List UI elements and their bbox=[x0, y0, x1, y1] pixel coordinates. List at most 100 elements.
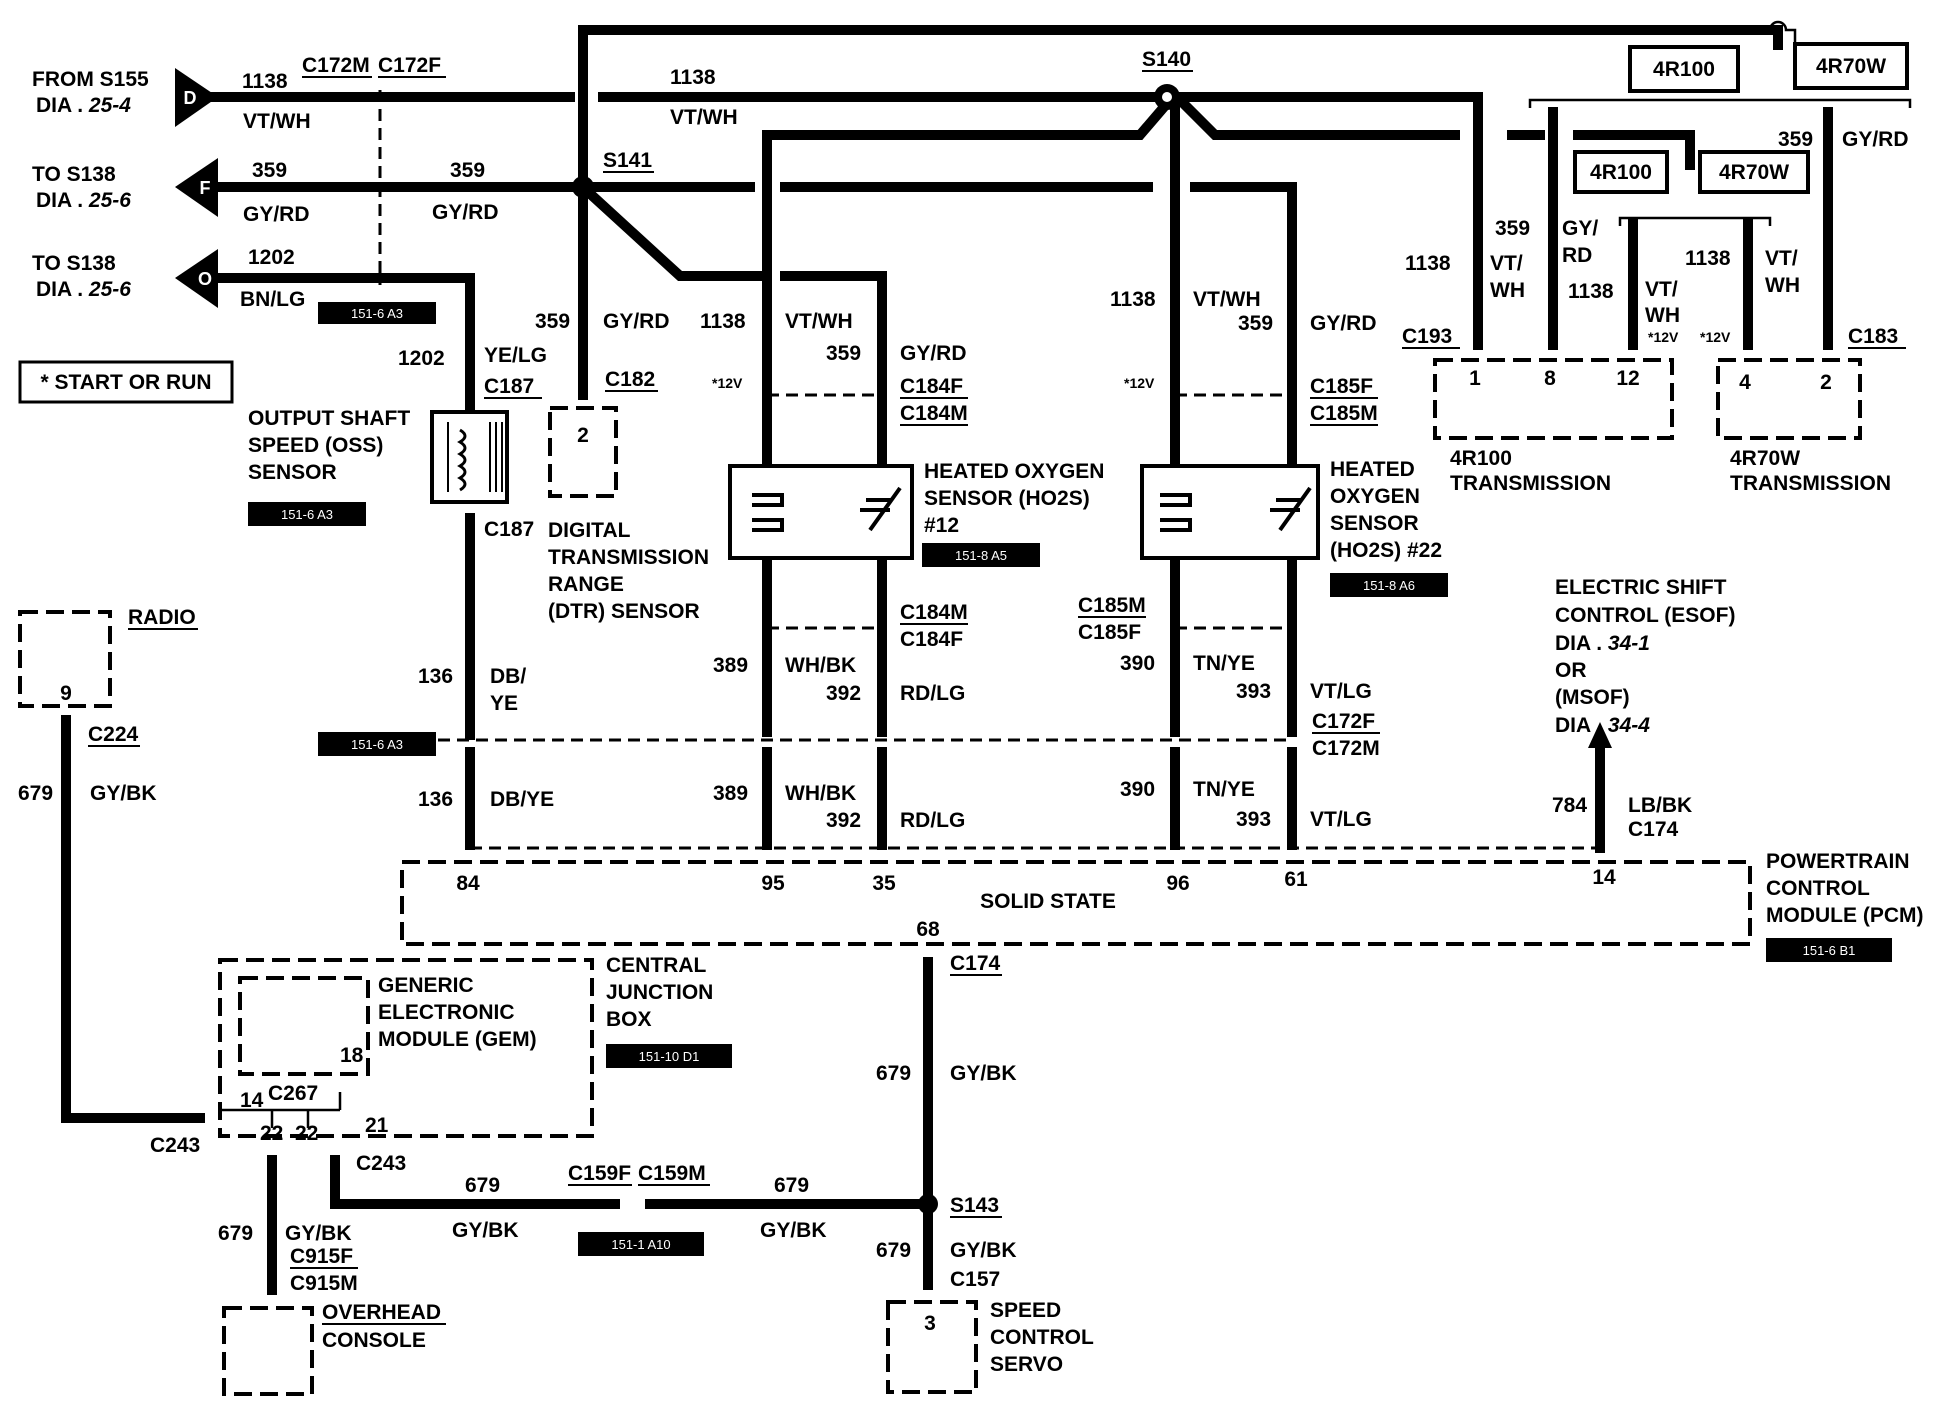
wire-color-rdlg-b: RD/LG bbox=[900, 809, 965, 832]
tag-oss: 151-6 A3 bbox=[248, 502, 366, 526]
gem-label-l2: ELECTRONIC bbox=[378, 1001, 515, 1024]
wire-color-gybk-pcm: GY/BK bbox=[950, 1062, 1017, 1085]
wire-s140-right bbox=[1172, 92, 1460, 140]
wire-color-vtwh-h12: VT/WH bbox=[785, 310, 853, 333]
pcm-center-label: SOLID STATE bbox=[980, 890, 1116, 913]
tx-4r100-label-l2: TRANSMISSION bbox=[1450, 472, 1611, 495]
wire-label-359-h12: 359 bbox=[826, 342, 861, 365]
wire-color-vtwh-d: VT/WH bbox=[243, 110, 311, 133]
gem-box bbox=[238, 976, 370, 1076]
c193-label: C193 bbox=[1402, 325, 1452, 348]
pcm-box bbox=[400, 860, 1752, 946]
tx-4r100-pin-1: 1 bbox=[1469, 367, 1481, 390]
connector-o: O bbox=[175, 249, 218, 308]
dtr-sensor-box bbox=[548, 406, 618, 498]
c174-bot-label: C174 bbox=[950, 952, 1001, 975]
wire-color-tnye-b: TN/YE bbox=[1193, 778, 1255, 801]
tag-h12: 151-8 A5 bbox=[922, 543, 1040, 567]
esoc-label-l3: DIA . 34-1 bbox=[1555, 632, 1650, 655]
c172f-top-label: C172F bbox=[378, 54, 441, 77]
bracket-tx-top bbox=[1528, 98, 1912, 108]
servo-pin: 3 bbox=[924, 1312, 936, 1335]
cjb-label-l2: JUNCTION bbox=[606, 981, 713, 1004]
wire-label-359-mid: 359 bbox=[450, 159, 485, 182]
pcm-pin-61: 61 bbox=[1284, 868, 1308, 891]
wire-label-390-a: 390 bbox=[1120, 652, 1155, 675]
c185m-bot-label: C185M bbox=[1078, 594, 1146, 617]
wire-label-1138-h12: 1138 bbox=[700, 310, 746, 333]
cjb-label-l1: CENTRAL bbox=[606, 954, 706, 977]
cjb-internal-bus bbox=[218, 1092, 342, 1128]
c159m-label: C159M bbox=[638, 1162, 706, 1185]
box-4r100-top bbox=[1628, 45, 1740, 93]
wire-label-679-pcm: 679 bbox=[876, 1062, 911, 1085]
wire-color-gybk-c243: GY/BK bbox=[452, 1219, 519, 1242]
wire-label-359-dtr: 359 bbox=[535, 310, 570, 333]
pcm-pin-68: 68 bbox=[916, 918, 940, 941]
wire-label-1138-h22: 1138 bbox=[1110, 288, 1156, 311]
tx-v12-c: *12V bbox=[1648, 329, 1679, 345]
oss-label-l1: OUTPUT SHAFT bbox=[248, 407, 410, 430]
tx-color-wh1: WH bbox=[1490, 279, 1525, 302]
tx-wire-1138-c: 1138 bbox=[1685, 247, 1731, 270]
to-s138-a-dia: DIA . 25-6 bbox=[36, 189, 131, 212]
svg-text:151-6 A3: 151-6 A3 bbox=[351, 737, 403, 752]
radio-label: RADIO bbox=[128, 606, 196, 629]
wire-color-gyrd-h22: GY/RD bbox=[1310, 312, 1377, 335]
wire-h22-359 bbox=[1263, 182, 1297, 400]
servo-label-l3: SERVO bbox=[990, 1353, 1063, 1376]
servo-label-l2: CONTROL bbox=[990, 1326, 1094, 1349]
box-4r70w-mid-label: 4R70W bbox=[1719, 161, 1789, 184]
tx-4r70w-label-l2: TRANSMISSION bbox=[1730, 472, 1891, 495]
ho2s-22-label-l4: (HO2S) #22 bbox=[1330, 539, 1442, 562]
tx-4r100-box bbox=[1433, 358, 1674, 440]
tx-wire-359: 359 bbox=[1495, 217, 1530, 240]
wire-color-bnlg-o: BN/LG bbox=[240, 288, 305, 311]
c185m-top-label: C185M bbox=[1310, 402, 1378, 425]
oss-sensor-box bbox=[430, 410, 509, 504]
tag-cjb: 151-10 D1 bbox=[606, 1044, 732, 1068]
c172f-mid-label: C172F bbox=[1312, 710, 1375, 733]
dtr-label-l3: RANGE bbox=[548, 573, 624, 596]
c185f-top-label: C185F bbox=[1310, 375, 1373, 398]
to-s138-b-dia: DIA . 25-6 bbox=[36, 278, 131, 301]
to-s138-a-title: TO S138 bbox=[32, 163, 116, 186]
c184f-top-label: C184F bbox=[900, 375, 963, 398]
svg-text:D: D bbox=[184, 88, 197, 108]
ho2s-12-label-l1: HEATED OXYGEN bbox=[924, 460, 1104, 483]
cjb-pin-22-b: 22 bbox=[295, 1122, 318, 1145]
box-4r70w-top bbox=[1793, 42, 1909, 90]
wire-label-679-c243: 679 bbox=[465, 1174, 500, 1197]
svg-text:151-6 A3: 151-6 A3 bbox=[281, 507, 333, 522]
box-4r100-top-label: 4R100 bbox=[1653, 58, 1715, 81]
servo-label-l1: SPEED bbox=[990, 1299, 1061, 1322]
start-or-run-label: * START OR RUN bbox=[40, 371, 211, 394]
wire-label-1138-top: 1138 bbox=[670, 66, 716, 89]
wire-color-tnye-a: TN/YE bbox=[1193, 652, 1255, 675]
v12-label-h22: *12V bbox=[1124, 375, 1155, 391]
wire-color-vtlg-a: VT/LG bbox=[1310, 680, 1372, 703]
to-s138-b-title: TO S138 bbox=[32, 252, 116, 275]
wire-label-1138-d: 1138 bbox=[242, 70, 288, 93]
svg-text:151-6 B1: 151-6 B1 bbox=[1803, 943, 1856, 958]
c187-top-label: C187 bbox=[484, 375, 534, 398]
radio-pin: 9 bbox=[60, 682, 72, 705]
esoc-label-l1: ELECTRIC SHIFT bbox=[1555, 576, 1727, 599]
wire-label-393-a: 393 bbox=[1236, 680, 1271, 703]
tx-color-rd: RD bbox=[1562, 244, 1592, 267]
tx-wire-1138-a: 1138 bbox=[1405, 252, 1451, 275]
wire-color-gyrd-h12: GY/RD bbox=[900, 342, 967, 365]
esoc-label-l4: OR bbox=[1555, 659, 1587, 682]
radio-box bbox=[18, 610, 112, 708]
wire-label-392-a: 392 bbox=[826, 682, 861, 705]
svg-text:151-8 A5: 151-8 A5 bbox=[955, 548, 1007, 563]
tx-4r100-label-l1: 4R100 bbox=[1450, 447, 1512, 470]
tx-4r70w-label-l1: 4R70W bbox=[1730, 447, 1800, 470]
wire-label-1202-o: 1202 bbox=[248, 246, 295, 269]
tag-dtr: 151-6 A3 bbox=[318, 732, 436, 756]
dtr-label-l4: (DTR) SENSOR bbox=[548, 600, 700, 623]
ho2s-22-label-l3: SENSOR bbox=[1330, 512, 1419, 535]
wire-label-389-a: 389 bbox=[713, 654, 748, 677]
